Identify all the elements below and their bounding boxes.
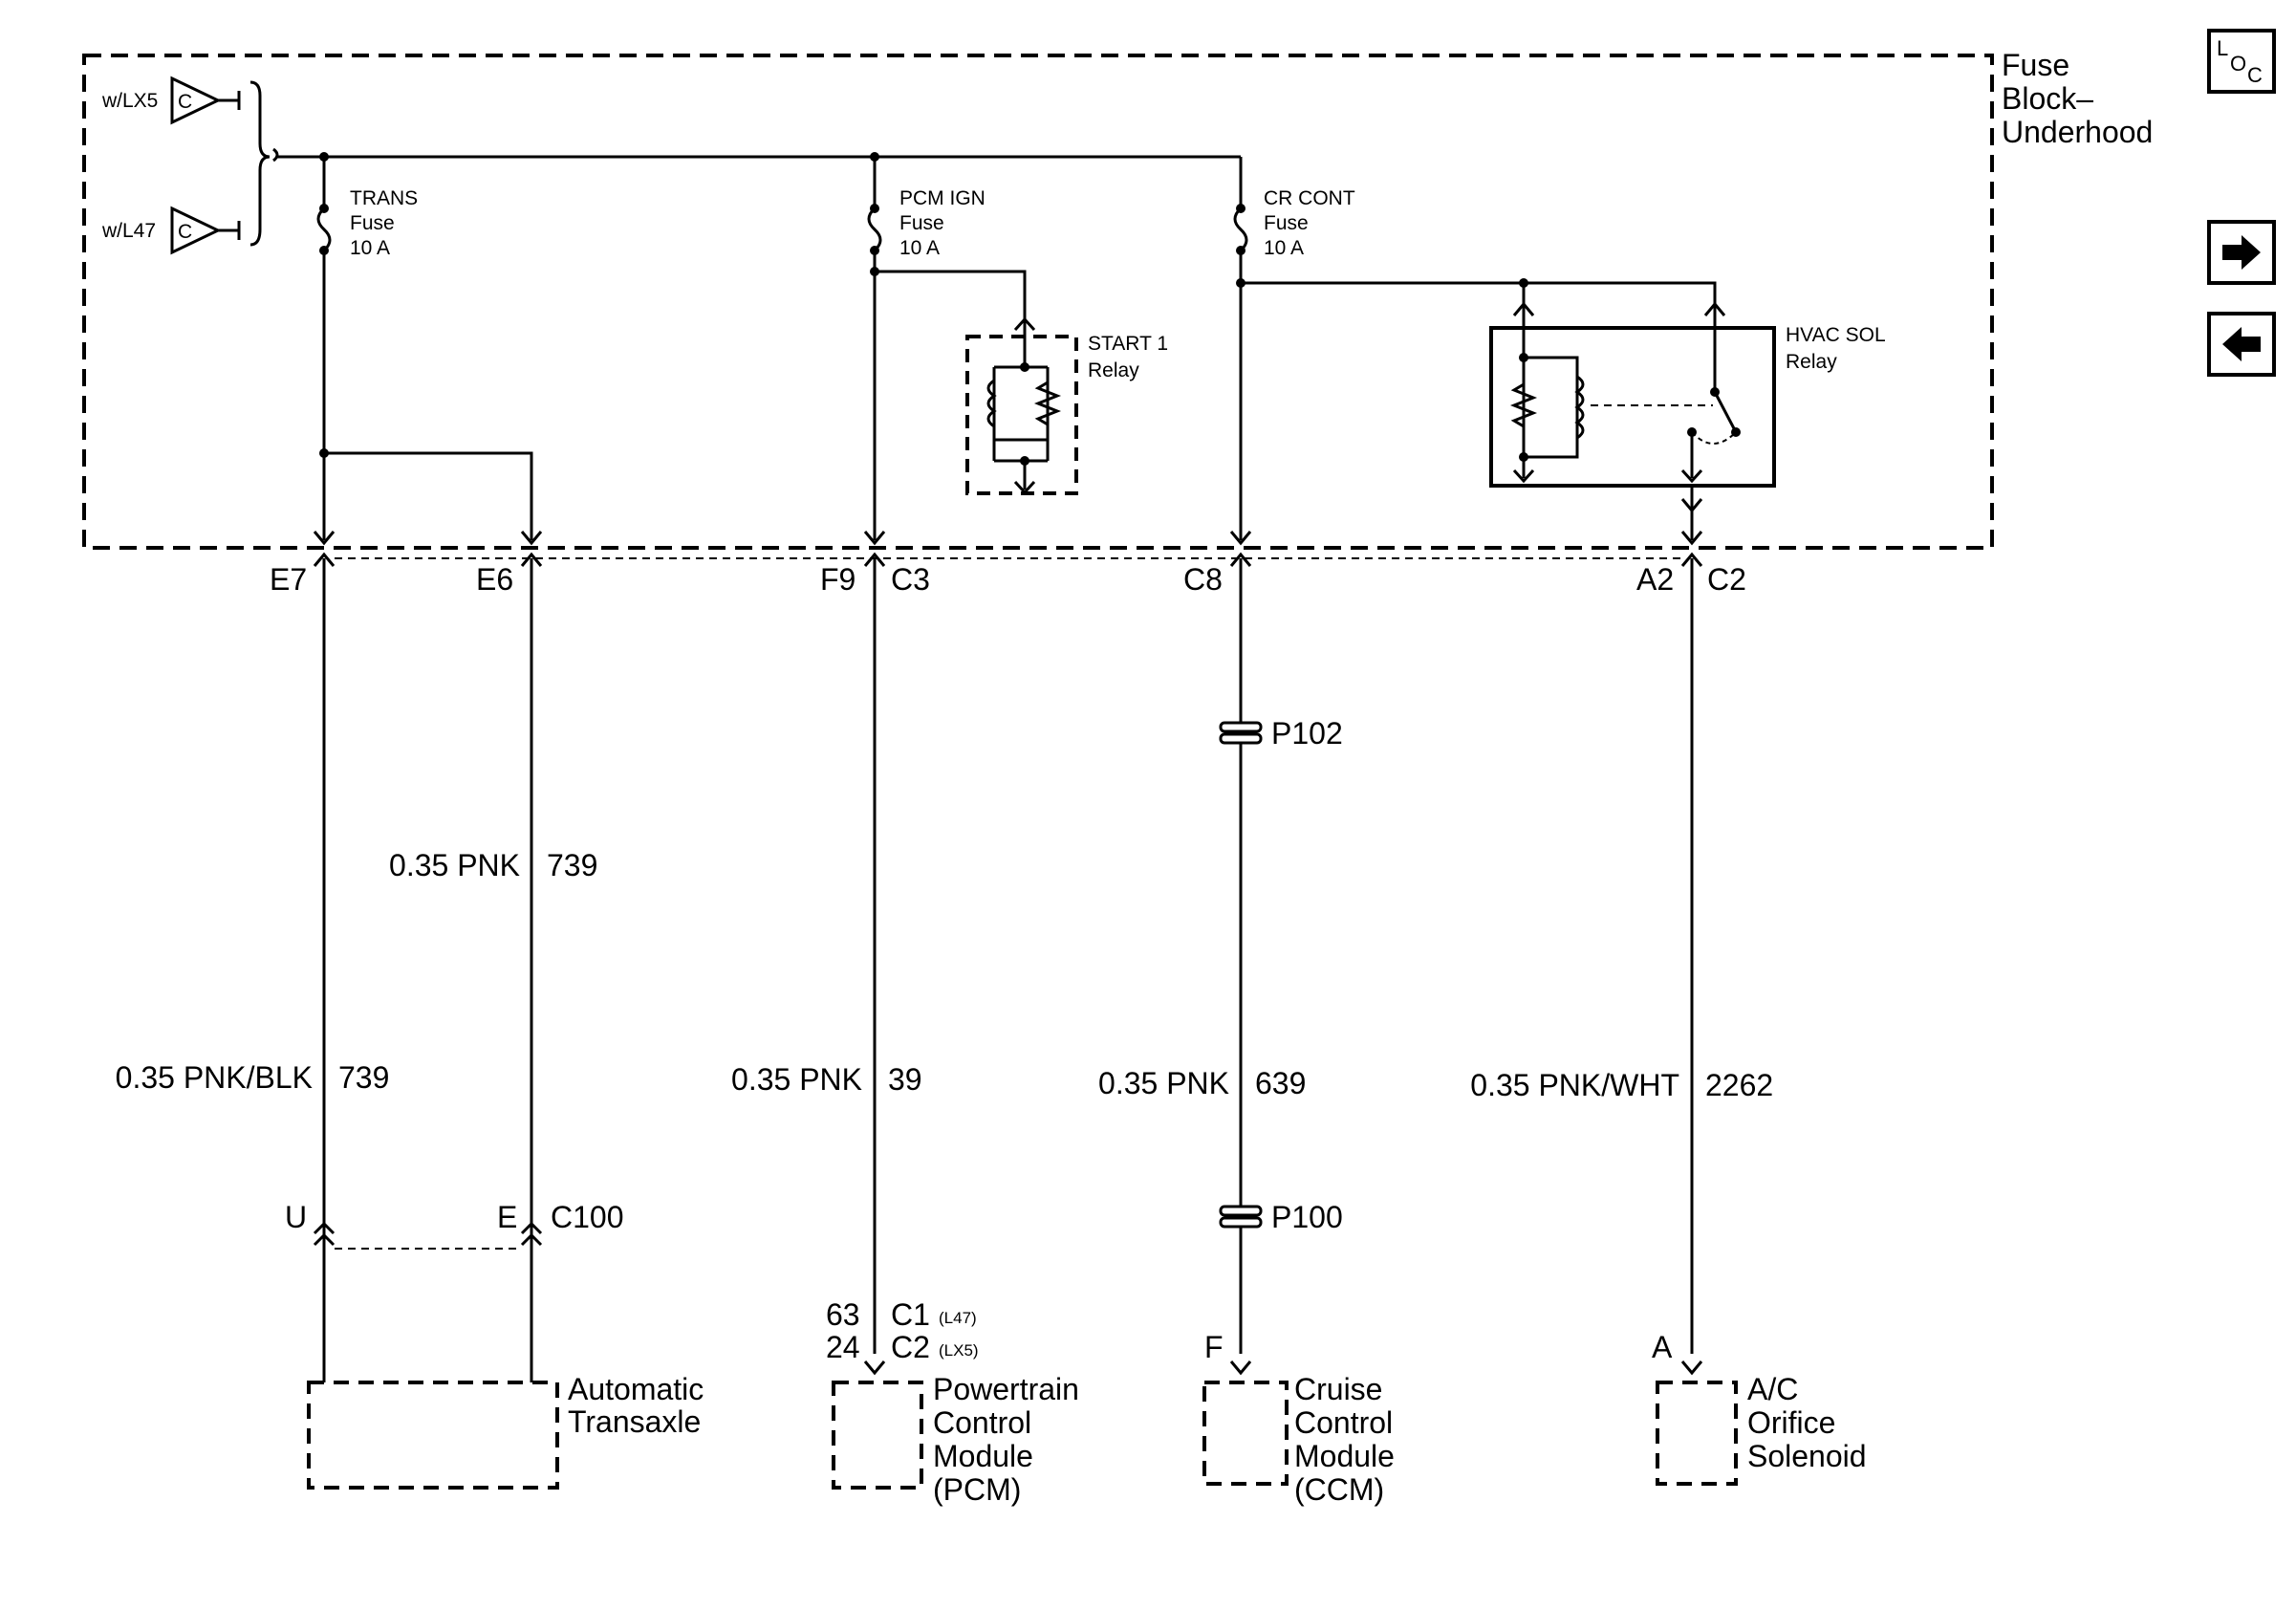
trans-fuse: TRANS Fuse 10 A bbox=[316, 157, 418, 259]
source-lx5: w/LX5 C bbox=[101, 76, 241, 125]
c100-pin-e: E bbox=[497, 1200, 517, 1234]
cr-cont-fuse-rating: 10 A bbox=[1264, 237, 1304, 259]
pin-c8: C8 bbox=[1183, 562, 1223, 597]
pcm-line-1: Powertrain bbox=[933, 1372, 1079, 1406]
fuse-block-title-2: Block– bbox=[2002, 81, 2093, 116]
ccm-line-3: Module bbox=[1294, 1439, 1395, 1473]
previous-page-button[interactable] bbox=[2207, 312, 2276, 377]
ccm-connector: F bbox=[1204, 1330, 1252, 1376]
cr-cont-fuse-word: Fuse bbox=[1264, 212, 1309, 234]
pcm-ign-fuse-word: Fuse bbox=[899, 212, 944, 234]
pcm-opt-l47: (L47) bbox=[939, 1309, 977, 1327]
splice-p102-label: P102 bbox=[1271, 716, 1343, 751]
wire-label-color-e6: 0.35 PNK bbox=[389, 848, 520, 882]
pin-c3: C3 bbox=[891, 562, 930, 597]
source-l47-terminal: C bbox=[178, 221, 192, 243]
trans-fuse-name: TRANS bbox=[350, 187, 418, 209]
source-l47: w/L47 C bbox=[101, 206, 241, 255]
hvac-sol-relay: HVAC SOL Relay bbox=[1489, 301, 1886, 546]
splice-p100: P100 bbox=[1219, 1200, 1343, 1234]
loc-letter-l: L bbox=[2217, 36, 2228, 60]
ccm-line-1: Cruise bbox=[1294, 1372, 1382, 1406]
pcm-pin-24: 24 bbox=[826, 1330, 860, 1364]
hvac-sol-relay-word: Relay bbox=[1786, 351, 1837, 373]
component-ccm: Cruise Control Module (CCM) bbox=[1202, 1372, 1395, 1507]
source-brace bbox=[249, 80, 271, 247]
wire-label-color-ac: 0.35 PNK/WHT bbox=[1470, 1068, 1679, 1102]
ccm-line-4: (CCM) bbox=[1294, 1472, 1384, 1507]
pcm-ign-fuse-rating: 10 A bbox=[899, 237, 940, 259]
pcm-line-2: Control bbox=[933, 1405, 1031, 1440]
ac-pin-a: A bbox=[1652, 1330, 1673, 1364]
pcm-pin-63: 63 bbox=[826, 1297, 860, 1332]
cr-cont-fuse: CR CONT Fuse 10 A bbox=[1233, 157, 1355, 259]
pcm-ign-fuse: PCM IGN Fuse 10 A bbox=[867, 157, 986, 259]
splice-p100-label: P100 bbox=[1271, 1200, 1343, 1234]
ac-line-1: A/C bbox=[1747, 1372, 1798, 1406]
pcm-ign-fuse-name: PCM IGN bbox=[899, 187, 986, 209]
trans-fuse-rating: 10 A bbox=[350, 237, 390, 259]
c100-name: C100 bbox=[551, 1200, 624, 1234]
source-lx5-terminal: C bbox=[178, 91, 192, 113]
wire-label-color-ccm: 0.35 PNK bbox=[1098, 1066, 1229, 1100]
fuse-block-title-3: Underhood bbox=[2002, 115, 2153, 149]
fuse-block-outline bbox=[82, 54, 1994, 550]
component-ac-solenoid: A/C Orifice Solenoid bbox=[1656, 1372, 1867, 1486]
pin-f9: F9 bbox=[820, 562, 856, 597]
trans-line-1: Automatic bbox=[568, 1372, 704, 1406]
ccm-pin-f: F bbox=[1204, 1330, 1224, 1364]
start1-relay-word: Relay bbox=[1088, 359, 1139, 381]
wire-label-circuit-pcm: 39 bbox=[888, 1062, 922, 1097]
pin-c2: C2 bbox=[1707, 562, 1746, 597]
next-page-button[interactable] bbox=[2207, 220, 2276, 285]
ac-line-3: Solenoid bbox=[1747, 1439, 1867, 1473]
pin-e7: E7 bbox=[270, 562, 307, 597]
connector-pins-top bbox=[313, 552, 1703, 567]
start1-relay: START 1 Relay bbox=[965, 316, 1168, 495]
c100-pin-u: U bbox=[285, 1200, 307, 1234]
cr-cont-fuse-name: CR CONT bbox=[1264, 187, 1355, 209]
trans-line-2: Transaxle bbox=[568, 1404, 701, 1439]
pcm-conn-c2: C2 bbox=[891, 1330, 930, 1364]
source-l47-label: w/L47 bbox=[101, 220, 156, 242]
fuse-block-title-1: Fuse bbox=[2002, 48, 2069, 82]
wire-label-circuit-ccm: 639 bbox=[1255, 1066, 1306, 1100]
pcm-conn-c1: C1 bbox=[891, 1297, 930, 1332]
wire-label-circuit-ac: 2262 bbox=[1705, 1068, 1773, 1102]
arrow-right-icon bbox=[2222, 235, 2261, 270]
pcm-line-3: Module bbox=[933, 1439, 1033, 1473]
pin-e6: E6 bbox=[476, 562, 513, 597]
component-pcm: Powertrain Control Module (PCM) bbox=[832, 1372, 1079, 1507]
wire-label-circuit-e6: 739 bbox=[547, 848, 597, 882]
ac-connector: A bbox=[1652, 1330, 1703, 1376]
component-automatic-transaxle: Automatic Transaxle bbox=[307, 1372, 704, 1490]
ac-line-2: Orifice bbox=[1747, 1405, 1835, 1440]
hvac-sol-relay-name: HVAC SOL bbox=[1786, 324, 1886, 346]
wire-label-circuit-e7: 739 bbox=[338, 1060, 389, 1095]
pcm-opt-lx5: (LX5) bbox=[939, 1341, 979, 1360]
pcm-connector: 63 C1 (L47) 24 C2 (LX5) bbox=[826, 1297, 979, 1376]
loc-letter-o: O bbox=[2230, 52, 2246, 76]
splice-p102: P102 bbox=[1219, 716, 1343, 751]
trans-fuse-word: Fuse bbox=[350, 212, 395, 234]
pin-a2: A2 bbox=[1636, 562, 1674, 597]
start1-relay-name: START 1 bbox=[1088, 333, 1168, 355]
location-button[interactable]: L O C bbox=[2207, 29, 2276, 94]
wire-label-color-e7: 0.35 PNK/BLK bbox=[116, 1060, 313, 1095]
ccm-line-2: Control bbox=[1294, 1405, 1393, 1440]
loc-letter-c: C bbox=[2247, 63, 2263, 87]
source-lx5-label: w/LX5 bbox=[101, 90, 158, 112]
connector-c100: U E C100 bbox=[285, 1200, 624, 1250]
wire-label-color-pcm: 0.35 PNK bbox=[731, 1062, 862, 1097]
pcm-line-4: (PCM) bbox=[933, 1472, 1021, 1507]
arrow-left-icon bbox=[2222, 327, 2261, 361]
